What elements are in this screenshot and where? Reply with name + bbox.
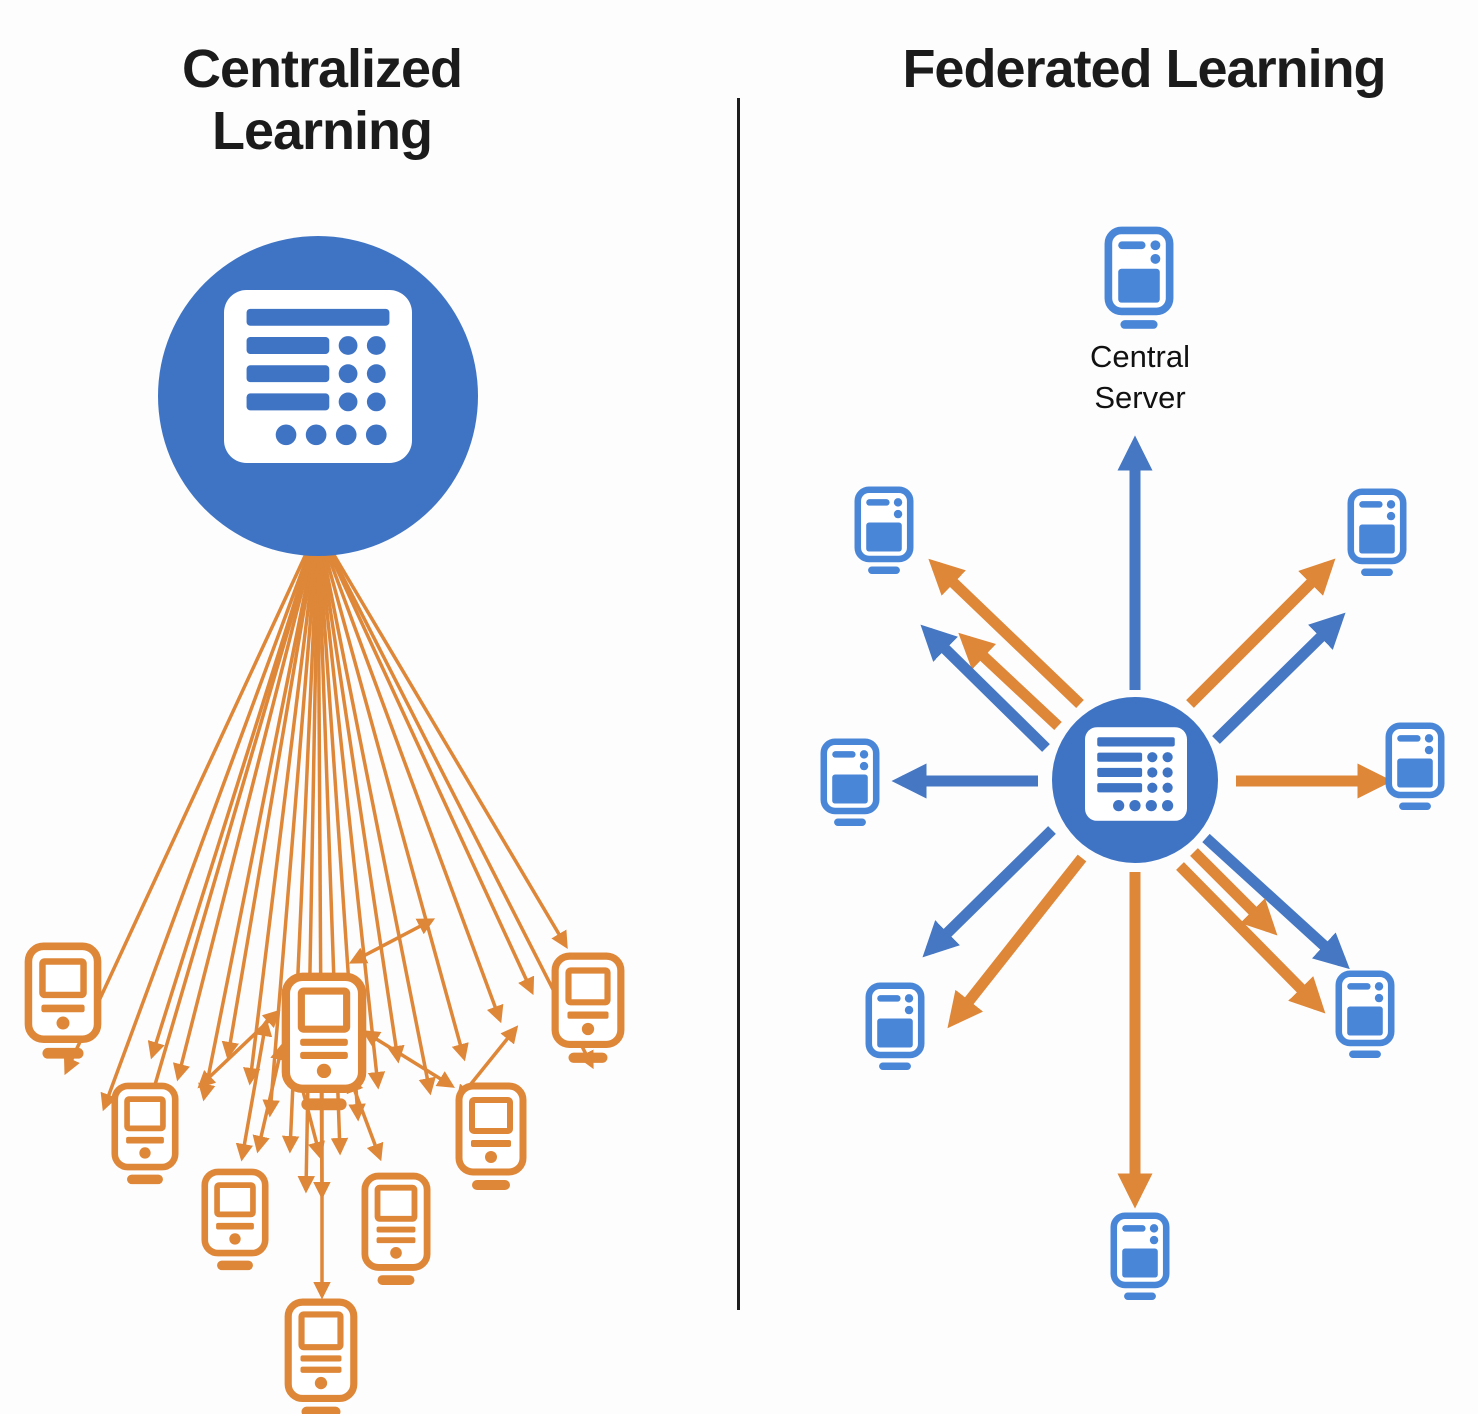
centralized-learning-title: Centralized Learning <box>181 39 463 161</box>
client-device-icon <box>1110 1212 1170 1300</box>
radial-arrow <box>1212 612 1346 744</box>
fan-arrow <box>172 527 320 1082</box>
fan-arrow <box>100 527 320 1112</box>
client-device-icon <box>551 952 625 1067</box>
fan-arrow <box>147 527 320 1060</box>
fan-arrow <box>135 527 320 1140</box>
central-server-label: Central Server <box>1090 339 1190 415</box>
mesh-arrow <box>362 1030 455 1088</box>
server-rack-icon <box>224 290 412 463</box>
radial-arrow <box>922 826 1056 958</box>
client-device-icon <box>24 942 102 1063</box>
client-device-icon <box>284 1298 358 1414</box>
client-device-icon <box>854 486 914 574</box>
radial-arrow <box>920 624 1050 752</box>
client-device-icon <box>820 738 880 826</box>
radial-arrow <box>1190 848 1278 936</box>
client-device-icon <box>865 982 925 1070</box>
fan-arrow <box>63 527 320 1076</box>
client-device-icon <box>361 1172 431 1289</box>
fan-arrow <box>243 527 320 1086</box>
mesh-arrow <box>348 918 436 964</box>
fan-arrow <box>316 527 504 1024</box>
fan-arrow <box>316 527 386 1090</box>
radial-arrow <box>947 854 1087 1029</box>
client-device-icon <box>281 972 367 1115</box>
panel-divider <box>737 98 740 1310</box>
client-device-icon <box>111 1082 179 1188</box>
fan-arrow <box>198 527 320 1102</box>
fan-arrow <box>316 527 436 1096</box>
client-device-icon <box>1385 722 1445 810</box>
mesh-arrow <box>346 1074 384 1162</box>
radial-arrow <box>1186 558 1336 708</box>
fan-arrow <box>316 527 535 996</box>
client-device-icon <box>455 1082 527 1194</box>
centralized-server-circle <box>158 236 478 556</box>
central-server-device-icon <box>1104 226 1174 329</box>
client-device-icon <box>201 1168 269 1274</box>
server-rack-icon <box>1085 727 1187 821</box>
client-device-icon <box>1347 488 1407 576</box>
mesh-arrow <box>252 1042 288 1154</box>
fan-arrow <box>316 527 469 1062</box>
radial-arrow <box>958 632 1062 731</box>
fan-arrow <box>221 527 320 1060</box>
fan-arrow <box>316 527 405 1064</box>
federated-server-circle <box>1052 697 1218 863</box>
radial-arrow <box>1202 833 1350 970</box>
radial-arrow <box>928 558 1084 708</box>
fan-arrow <box>316 527 594 1070</box>
federated-learning-title: Federated Learning <box>902 39 1386 99</box>
radial-arrow <box>1176 862 1326 1014</box>
client-device-icon <box>1335 970 1395 1058</box>
fan-arrow <box>316 527 568 950</box>
